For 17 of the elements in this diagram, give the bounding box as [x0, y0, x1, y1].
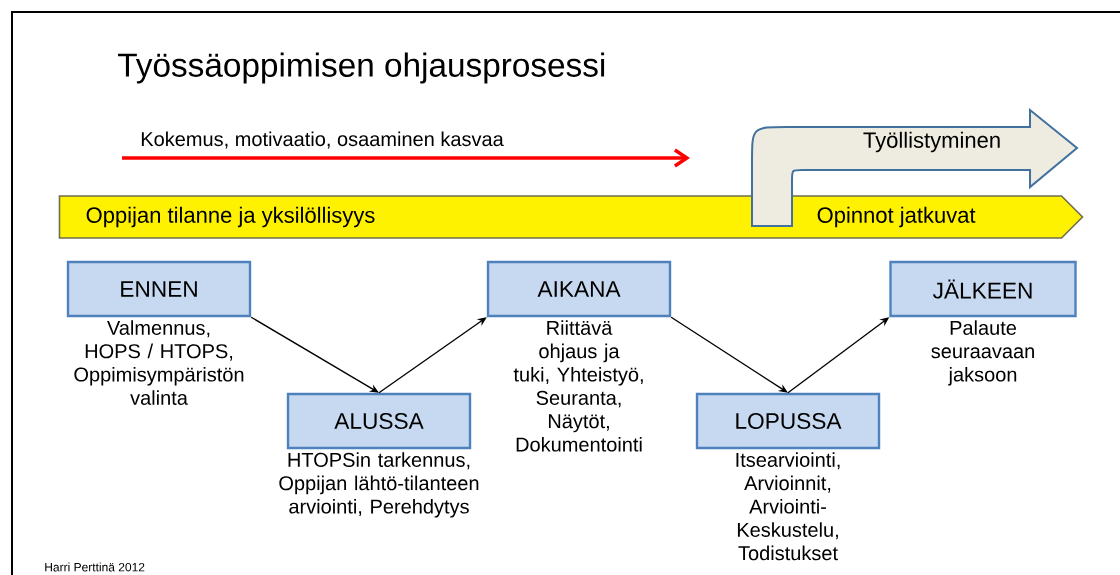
stage-description: Itsearviointi, Arvioinnit, Arviointi-Keskustelu, Todistukset — [736, 452, 840, 561]
stage-description: Valmennus, HOPS / HTOPS, Oppimisympäristön valinta — [74, 320, 244, 405]
caption-text: Kokemus, motivaatio, osaaminen kasvaa — [141, 131, 504, 149]
stage-box: AIKANA — [486, 260, 672, 318]
stage-description: HTOPSin tarkennus, Oppijan lähtö-tilanteen arviointi, Perehdytys — [279, 452, 479, 518]
arrow — [378, 317, 487, 394]
arrow — [670, 316, 788, 393]
credit-text: Harri Perttinä 2012 — [45, 562, 145, 572]
stage-box: LOPUSSA — [695, 392, 881, 450]
stage-box: JÄLKEEN — [889, 260, 1077, 318]
stage-description: Palaute seuraavaan jaksoon — [931, 320, 1034, 386]
stage-box: ALUSSA — [286, 392, 472, 450]
stage-description: Riittävä ohjaus ja tuki, Yhteistyö, Seuranta, Näytöt, Dokumentointi — [513, 320, 643, 452]
arrow — [250, 316, 379, 393]
timeline-band: Oppijan tilanne ja yksilöllisyys Opinnot jatkuvat — [58, 195, 1084, 239]
stage-box: ENNEN — [66, 260, 252, 318]
title: Työssäoppimisen ohjausprosessi — [118, 52, 605, 84]
